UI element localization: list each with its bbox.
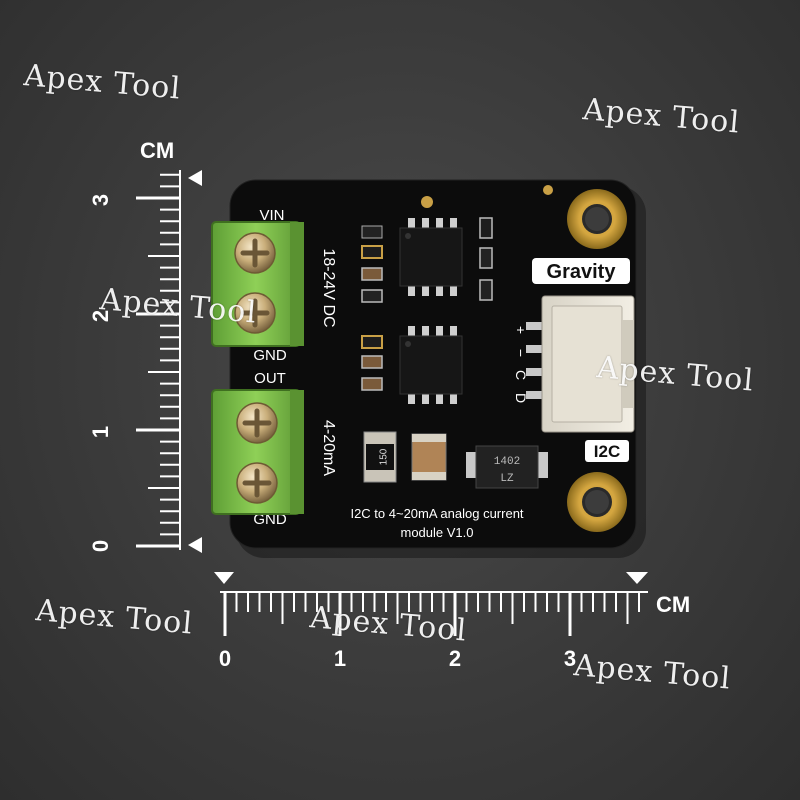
voltage-label: 18-24V DC xyxy=(320,248,337,327)
horizontal-tick-label-0: 0 xyxy=(219,646,231,671)
gnd-label-bottom: GND xyxy=(253,511,287,528)
horizontal-tick-label-3: 3 xyxy=(564,646,576,671)
resistor-code: 150 xyxy=(379,448,390,465)
ic-pin xyxy=(422,286,429,296)
horizontal-tick-label-1: 1 xyxy=(334,646,346,671)
module-description-line2: module V1.0 xyxy=(401,525,474,540)
vertical-tick-label-0: 0 xyxy=(88,540,113,552)
ic-pin xyxy=(450,394,457,404)
pin-label-c: C xyxy=(513,370,529,380)
module-description-line1: I2C to 4~20mA analog current xyxy=(350,506,523,521)
ic-pin xyxy=(450,218,457,228)
pin-label-minus: − xyxy=(513,349,529,357)
gravity-connector xyxy=(526,295,635,433)
vertical-tick-label-2: 2 xyxy=(88,310,113,322)
mounting-hole-bottom xyxy=(567,472,627,532)
ic-pin xyxy=(422,218,429,228)
out-label: OUT xyxy=(254,370,286,387)
horizontal-tick-label-2: 2 xyxy=(449,646,461,671)
horizontal-ruler-unit: CM xyxy=(656,592,690,617)
diode-marking-2: LZ xyxy=(500,473,514,485)
ruler-marker-top xyxy=(188,170,202,186)
ic-pin xyxy=(450,286,457,296)
ic-pin xyxy=(436,218,443,228)
ic-pin xyxy=(422,394,429,404)
vertical-ruler-ticks xyxy=(136,170,181,550)
pin-label-plus: + xyxy=(513,326,529,334)
brand-label: Gravity xyxy=(547,261,617,283)
smd-diode: 1402 LZ xyxy=(466,445,548,489)
diode-marking-1: 1402 xyxy=(494,456,520,468)
smd-capacitor xyxy=(411,433,447,481)
vertical-ruler-unit: CM xyxy=(140,138,174,163)
gnd-label-top: GND xyxy=(253,347,287,364)
ruler-marker-bottom xyxy=(188,537,202,553)
vertical-tick-label-3: 3 xyxy=(88,194,113,206)
terminal-block-input xyxy=(211,221,304,347)
vin-label: VIN xyxy=(259,207,284,224)
ic-pin xyxy=(408,286,415,296)
ic-chip-1 xyxy=(399,218,463,296)
current-label: 4-20mA xyxy=(320,420,337,476)
via-pad xyxy=(421,196,433,208)
ic-pin xyxy=(436,394,443,404)
vertical-ruler: CM 3 2 1 0 xyxy=(88,138,202,553)
pin-label-d: D xyxy=(513,393,529,403)
horizontal-ruler: CM 0 1 2 3 xyxy=(214,572,690,671)
ic-pin xyxy=(408,326,415,336)
smd-resistor: 150 xyxy=(363,431,397,483)
gravity-badge xyxy=(532,258,630,284)
ruler-marker-right xyxy=(626,572,648,584)
smd-components xyxy=(361,217,493,391)
i2c-badge xyxy=(585,440,629,462)
ic-pin xyxy=(436,326,443,336)
ic-pin xyxy=(422,326,429,336)
ic-pin xyxy=(450,326,457,336)
vertical-tick-label-1: 1 xyxy=(88,426,113,438)
horizontal-ruler-ticks xyxy=(220,591,648,636)
interface-label: I2C xyxy=(594,442,620,461)
mounting-hole-top xyxy=(567,189,627,249)
pcb-board: VIN GND OUT GND 18-24V DC 4-20mA xyxy=(211,179,646,558)
via-pad xyxy=(543,185,553,195)
terminal-block-output xyxy=(211,389,304,515)
ic-pin xyxy=(408,218,415,228)
ic-pin xyxy=(436,286,443,296)
ic-pin xyxy=(408,394,415,404)
ruler-marker-left xyxy=(214,572,234,584)
ic-chip-2 xyxy=(399,326,463,404)
